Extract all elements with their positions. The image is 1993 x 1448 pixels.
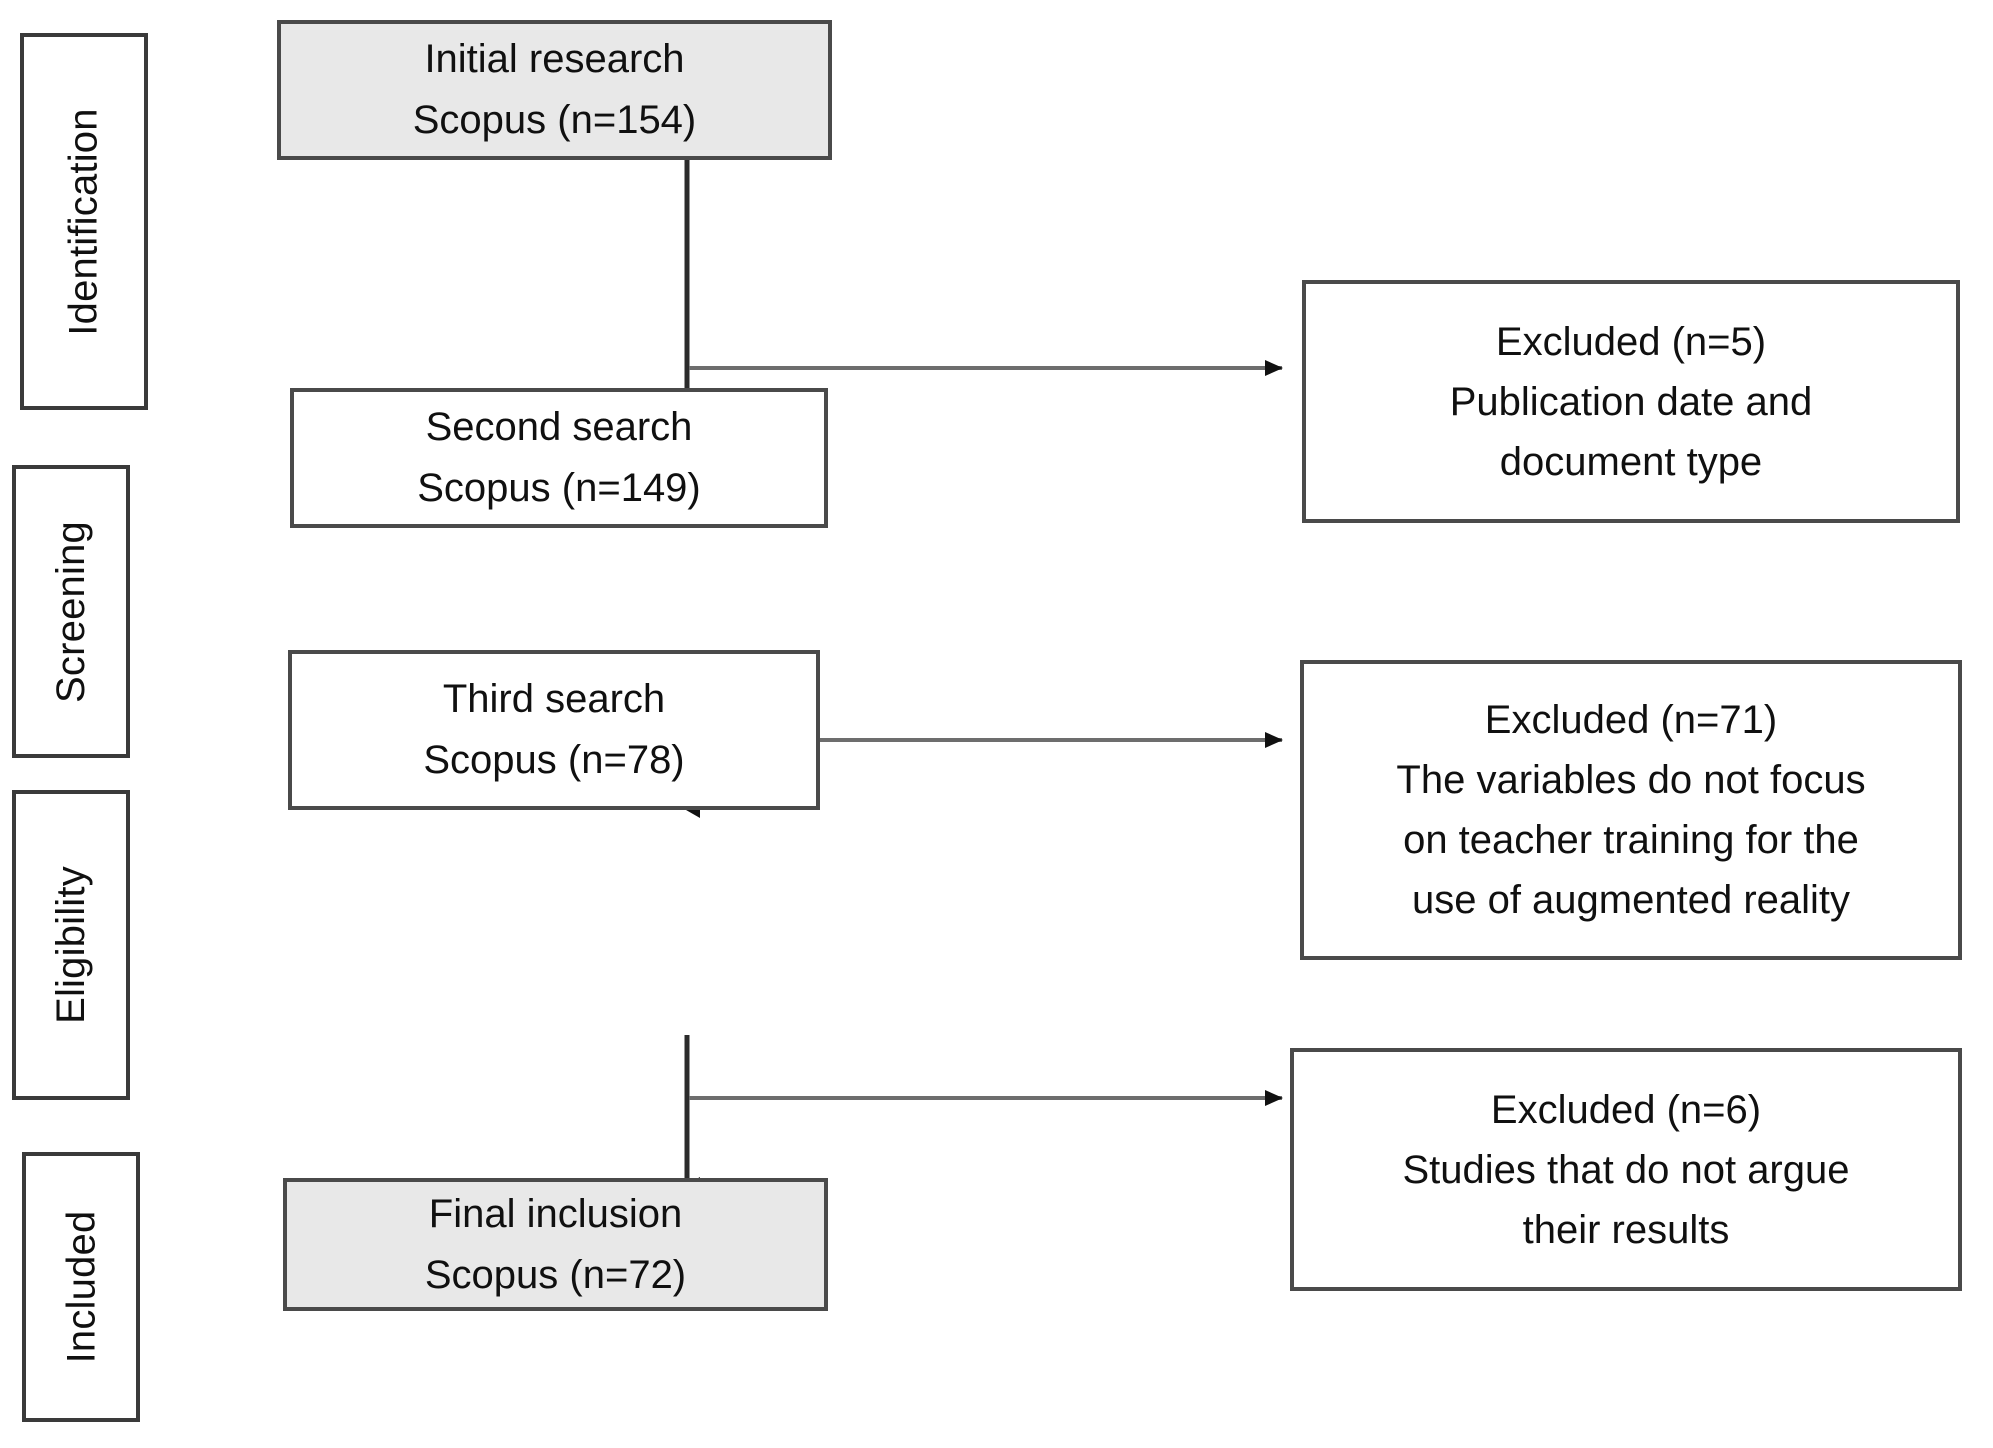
- excluded-box-2-reason-line3: use of augmented reality: [1411, 878, 1851, 922]
- excluded-box-3-reason-line1: Studies that do not argue: [1402, 1147, 1850, 1192]
- flow-box-final-inclusion-line1: Final inclusion: [428, 1191, 683, 1236]
- flow-box-third-search-line1: Third search: [442, 677, 666, 722]
- excluded-box-2: Excluded (n=71) The variables do not foc…: [1300, 660, 1962, 960]
- excluded-box-2-reason-line1: The variables do not focus: [1396, 758, 1866, 802]
- excluded-box-3-reason-line2: their results: [1522, 1207, 1730, 1252]
- flow-box-third-search-line2: Scopus (n=78): [423, 738, 685, 782]
- flow-box-third-search: Third search Scopus (n=78): [288, 650, 820, 810]
- stage-label-screening-text: Screening: [49, 520, 94, 703]
- stage-label-screening: Screening: [12, 465, 130, 758]
- flow-box-final-inclusion-line2: Scopus (n=72): [424, 1252, 687, 1297]
- stage-label-eligibility-text: Eligibility: [49, 866, 93, 1024]
- excluded-box-1-reason-line2: document type: [1499, 439, 1763, 484]
- excluded-box-2-heading: Excluded (n=71): [1484, 698, 1778, 742]
- excluded-box-1: Excluded (n=5) Publication date and docu…: [1302, 280, 1960, 523]
- flow-box-initial-research-line1: Initial research: [424, 37, 685, 82]
- stage-label-eligibility: Eligibility: [12, 790, 130, 1100]
- excluded-box-2-reason-line2: on teacher training for the: [1403, 818, 1859, 862]
- excluded-box-3-heading: Excluded (n=6): [1490, 1087, 1762, 1132]
- stage-label-included: Included: [22, 1152, 140, 1422]
- flow-box-initial-research-line2: Scopus (n=154): [412, 98, 697, 142]
- stage-label-included-text: Included: [59, 1210, 103, 1364]
- excluded-box-1-heading: Excluded (n=5): [1495, 319, 1767, 364]
- excluded-box-3: Excluded (n=6) Studies that do not argue…: [1290, 1048, 1962, 1291]
- stage-label-identification-text: Identification: [62, 107, 107, 336]
- flow-box-second-search: Second search Scopus (n=149): [290, 388, 828, 528]
- excluded-box-1-reason-line1: Publication date and: [1449, 379, 1813, 424]
- flow-box-second-search-line2: Scopus (n=149): [417, 466, 701, 510]
- flow-box-second-search-line1: Second search: [425, 405, 693, 450]
- flow-box-final-inclusion: Final inclusion Scopus (n=72): [283, 1178, 828, 1311]
- stage-label-identification: Identification: [20, 33, 148, 410]
- flow-box-initial-research: Initial research Scopus (n=154): [277, 20, 832, 160]
